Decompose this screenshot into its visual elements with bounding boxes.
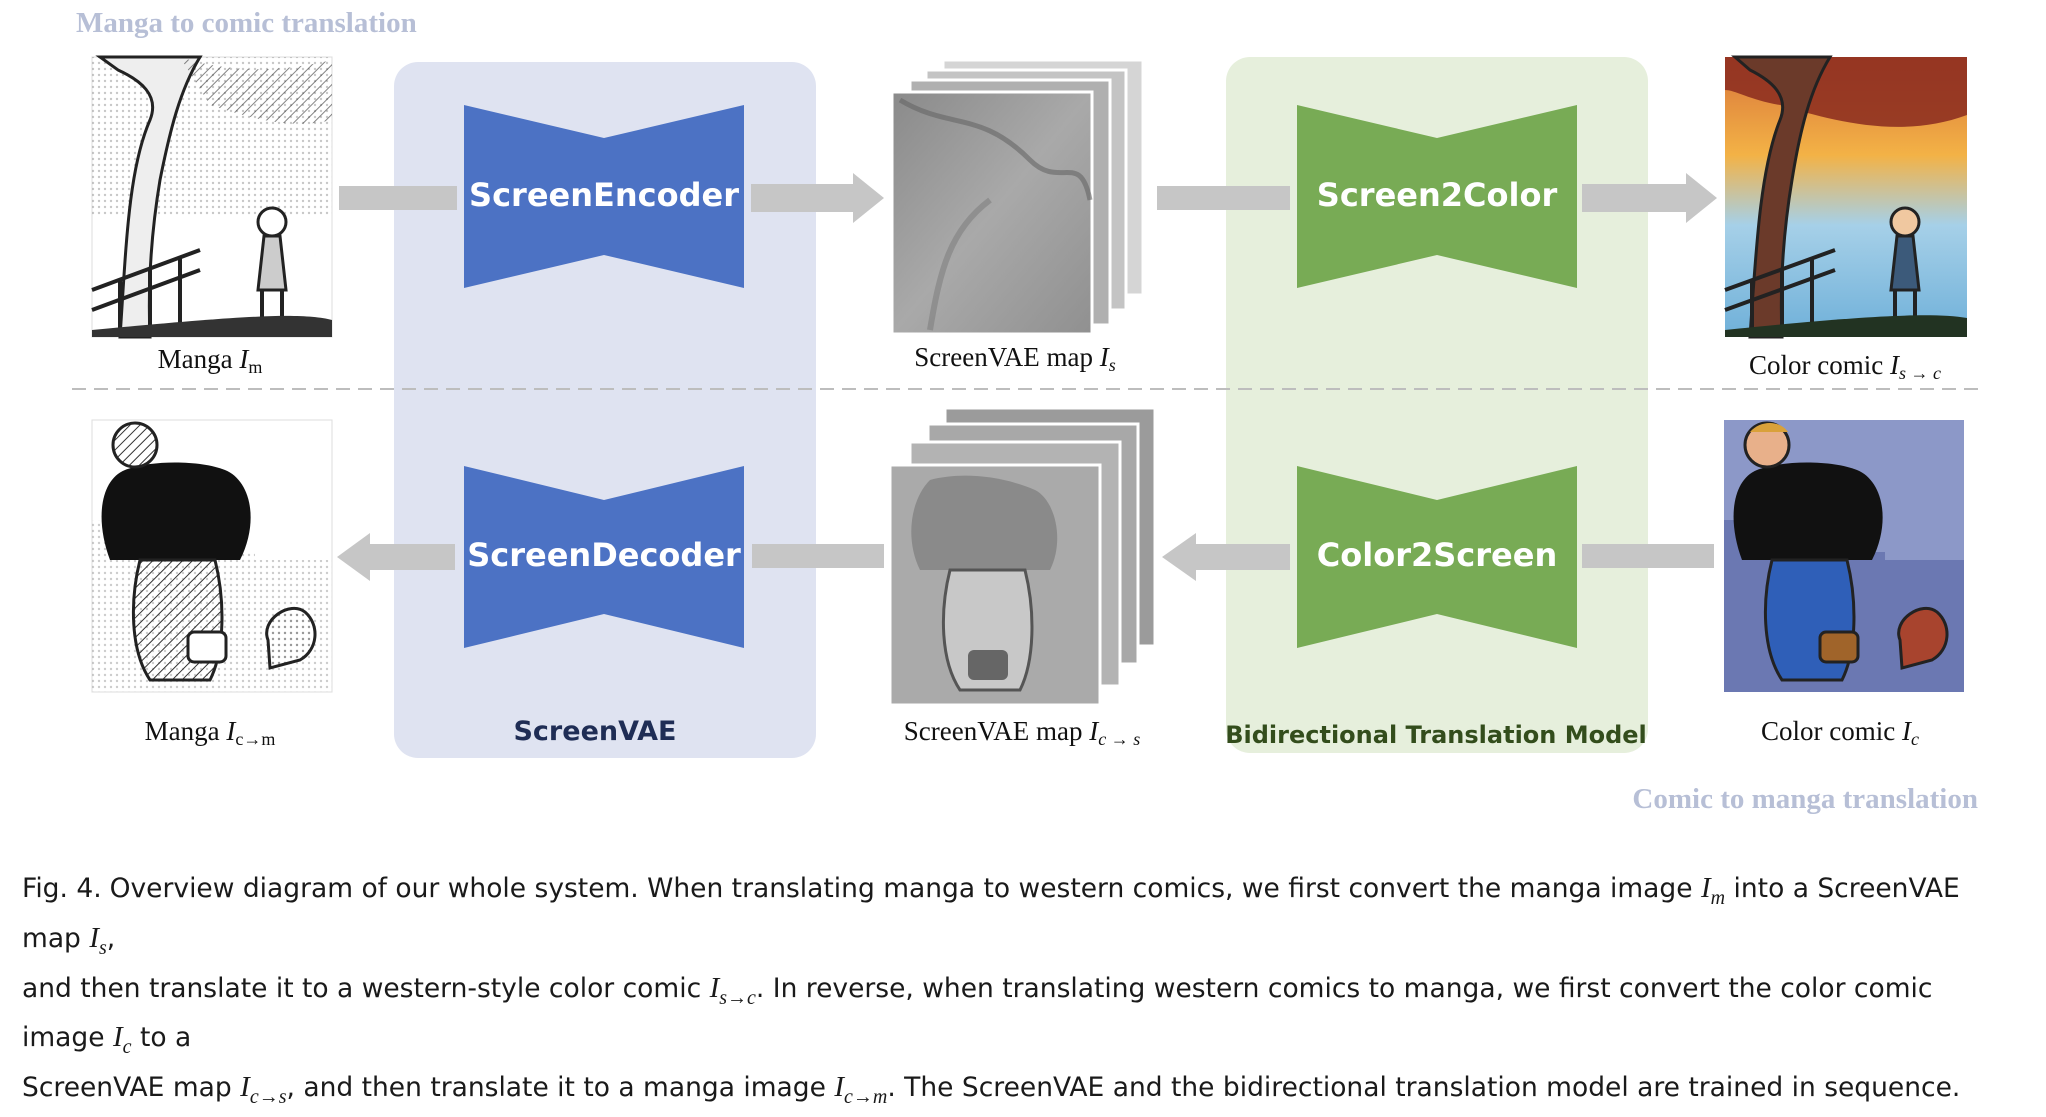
label-color-comic-output-text: Color comic [1749,350,1890,380]
caption-math-isc-sym: I [709,971,720,1004]
label-manga-output-text: Manga [145,716,227,746]
screenvae-map-stack-bottom [888,406,1157,707]
label-color-comic-input-sub: c [1911,729,1919,749]
caption-text-7: ScreenVAE map [22,1072,241,1104]
caption-math-isc: Is→c [709,971,756,1009]
caption-math-icm: Ic→m [834,1071,887,1108]
screen2color-block [1297,105,1577,288]
label-color-comic-output-sym: I [1889,350,1901,380]
caption-math-ic-sym: I [112,1021,123,1054]
caption-math-im-sub: m [1710,886,1726,909]
label-screenvae-map-bottom: ScreenVAE map Ic → s [904,716,1140,749]
color-comic-output-image [1724,55,1967,339]
manga-output-image [91,419,333,693]
screen-decoder-label: ScreenDecoder [467,536,741,574]
caption-math-ic-sub: c [122,1036,132,1059]
caption-math-is-sub: s [98,936,107,959]
color-comic-input-image [1724,420,1964,692]
label-screenvae-map-top: ScreenVAE map Is [914,342,1115,375]
label-color-comic-input-sym: I [1901,716,1913,746]
label-screenvae-map-bottom-sym: I [1088,716,1100,746]
label-color-comic-output-sub: s → c [1899,363,1941,383]
arrow-color-to-color2screen [1582,544,1714,568]
label-screenvae-map-top-sym: I [1099,342,1111,372]
caption-text-6: to a [131,1022,192,1054]
label-manga-output-sub: c→m [235,729,275,749]
caption-math-is: Is [89,921,106,959]
section-title-comic-to-manga: Comic to manga translation [1632,783,1978,815]
arrow-map-to-decoder [752,544,884,568]
label-screenvae-map-top-sub: s [1109,355,1116,375]
system-overview-diagram: Manga to comic translation Comic to mang… [72,7,1980,815]
caption-math-im: Im [1700,872,1725,909]
label-manga-input-sym: I [238,344,250,374]
figure-caption: Fig. 4.Overview diagram of our whole sys… [22,868,2022,1117]
label-manga-input-text: Manga [158,344,240,374]
caption-text-8: , and then translate it to a manga image [286,1072,835,1104]
section-title-manga-to-comic: Manga to comic translation [76,7,417,39]
caption-math-is-sym: I [89,921,99,954]
caption-text-9: . The ScreenVAE and the bidirectional tr… [887,1072,1961,1104]
color2screen-label: Color2Screen [1317,536,1557,574]
arrow-map-to-screen2color [1157,186,1290,210]
manga-input-image [91,55,333,339]
label-manga-output: Manga Ic→m [145,716,276,749]
arrow-manga-to-encoder [339,186,457,210]
screenvae-panel-label: ScreenVAE [513,716,676,747]
color2screen-block [1297,466,1577,648]
screenvae-map-stack-top [890,58,1145,336]
label-screenvae-map-top-text: ScreenVAE map [914,342,1099,372]
caption-text-1: Overview diagram of our whole system. Wh… [109,873,1701,904]
caption-math-ics-sub: c→s [249,1085,287,1108]
caption-fig-number: Fig. 4. [22,873,102,904]
label-manga-output-sym: I [225,716,237,746]
label-manga-input: Manga Im [158,344,263,377]
arrow-decoder-to-manga [337,533,455,581]
caption-math-ics: Ic→s [240,1071,286,1108]
caption-math-im-sym: I [1700,872,1711,904]
label-color-comic-input-text: Color comic [1761,716,1902,746]
screen-encoder-label: ScreenEncoder [469,176,739,214]
caption-math-ic: Ic [112,1021,132,1058]
label-manga-input-sub: m [248,357,262,377]
label-color-comic-input: Color comic Ic [1761,716,1919,749]
arrow-screen2color-to-color [1582,173,1717,223]
translation-model-panel-label: Bidirectional Translation Model [1225,721,1647,749]
screen-encoder-block [464,105,744,288]
arrow-encoder-to-map [751,173,884,223]
label-color-comic-output: Color comic Is → c [1749,350,1941,383]
caption-math-icm-sub: c→m [844,1085,888,1108]
arrow-color2screen-to-map [1162,533,1290,581]
label-screenvae-map-bottom-sub: c → s [1098,729,1140,749]
screen-decoder-block [464,466,744,648]
screen2color-label: Screen2Color [1317,176,1558,214]
caption-math-ics-sym: I [240,1071,250,1104]
caption-math-icm-sym: I [834,1071,844,1104]
caption-text-2: into a ScreenVAE map [22,873,1960,954]
caption-text-3: , [106,922,116,954]
caption-text-4: and then translate it to a western-style… [22,972,710,1004]
label-screenvae-map-bottom-text: ScreenVAE map [904,716,1089,746]
